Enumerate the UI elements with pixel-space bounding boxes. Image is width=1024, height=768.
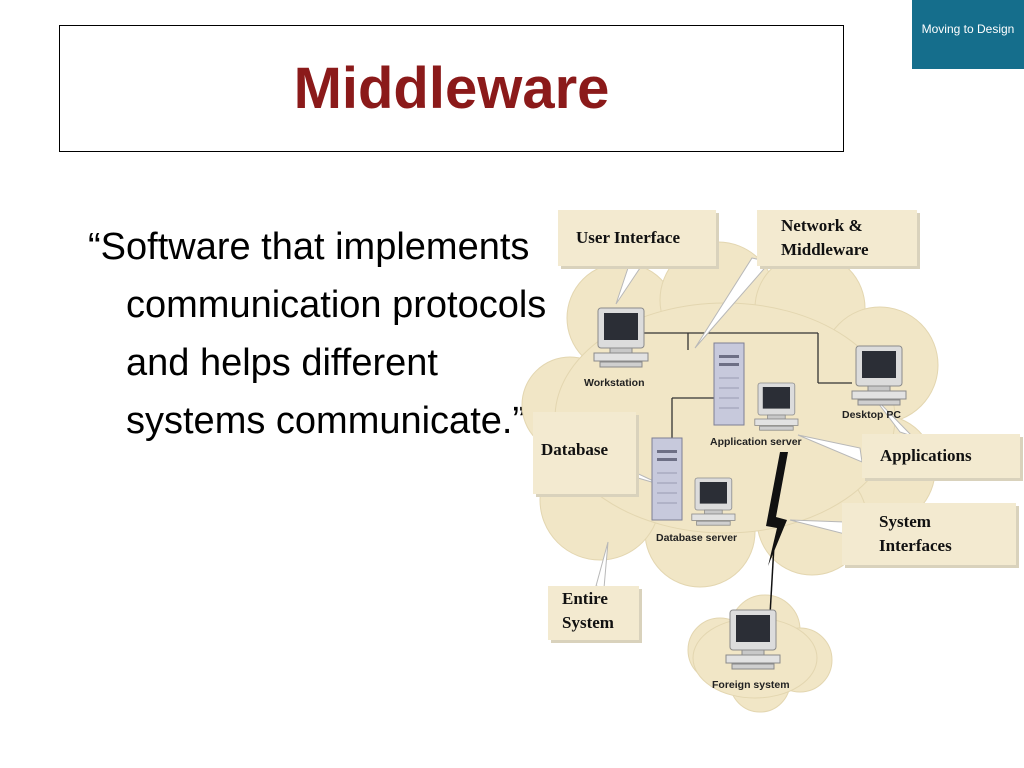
- callout-system-interfaces-box: [842, 503, 1016, 565]
- callout-user-interface-box: [558, 210, 716, 266]
- node-application-server: Application server: [710, 436, 802, 448]
- title-box: Middleware: [59, 25, 844, 152]
- callout-user-interface: User Interface: [576, 228, 680, 247]
- callout-database: Database: [541, 440, 609, 459]
- application-server-tower-icon: [713, 342, 745, 426]
- node-database-server: Database server: [656, 532, 737, 544]
- callout-applications: Applications: [880, 446, 972, 465]
- application-server-monitor-icon: [754, 382, 799, 431]
- slide-title: Middleware: [293, 56, 610, 121]
- node-foreign-system: Foreign system: [712, 679, 790, 691]
- workstation-monitor-icon: [593, 307, 649, 368]
- desktop-pc-monitor-icon: [851, 345, 907, 406]
- callout-system-interfaces-line1: System: [879, 512, 931, 531]
- callout-system-interfaces-line2: Interfaces: [879, 536, 952, 555]
- node-workstation: Workstation: [584, 377, 644, 389]
- network-lines: [618, 332, 852, 438]
- section-badge: Moving to Design: [912, 0, 1024, 69]
- database-server-monitor-icon: [691, 477, 736, 526]
- quote-text: “Software that implements communication …: [88, 226, 547, 442]
- callout-network-middleware-line2: Middleware: [781, 240, 869, 259]
- callout-database-box: [533, 412, 636, 494]
- callout-entire-system-line2: System: [562, 613, 614, 632]
- foreign-system-monitor-icon: [725, 609, 781, 670]
- lightning-bolt-icon: [766, 452, 788, 566]
- callout-applications-box: [862, 434, 1020, 478]
- callout-network-middleware-box: [757, 210, 917, 266]
- node-desktop-pc: Desktop PC: [842, 409, 901, 421]
- callout-entire-system-line1: Entire: [562, 589, 608, 608]
- callout-entire-system-box: [548, 586, 639, 640]
- callout-network-middleware-line1: Network &: [781, 216, 863, 235]
- database-server-tower-icon: [651, 437, 683, 521]
